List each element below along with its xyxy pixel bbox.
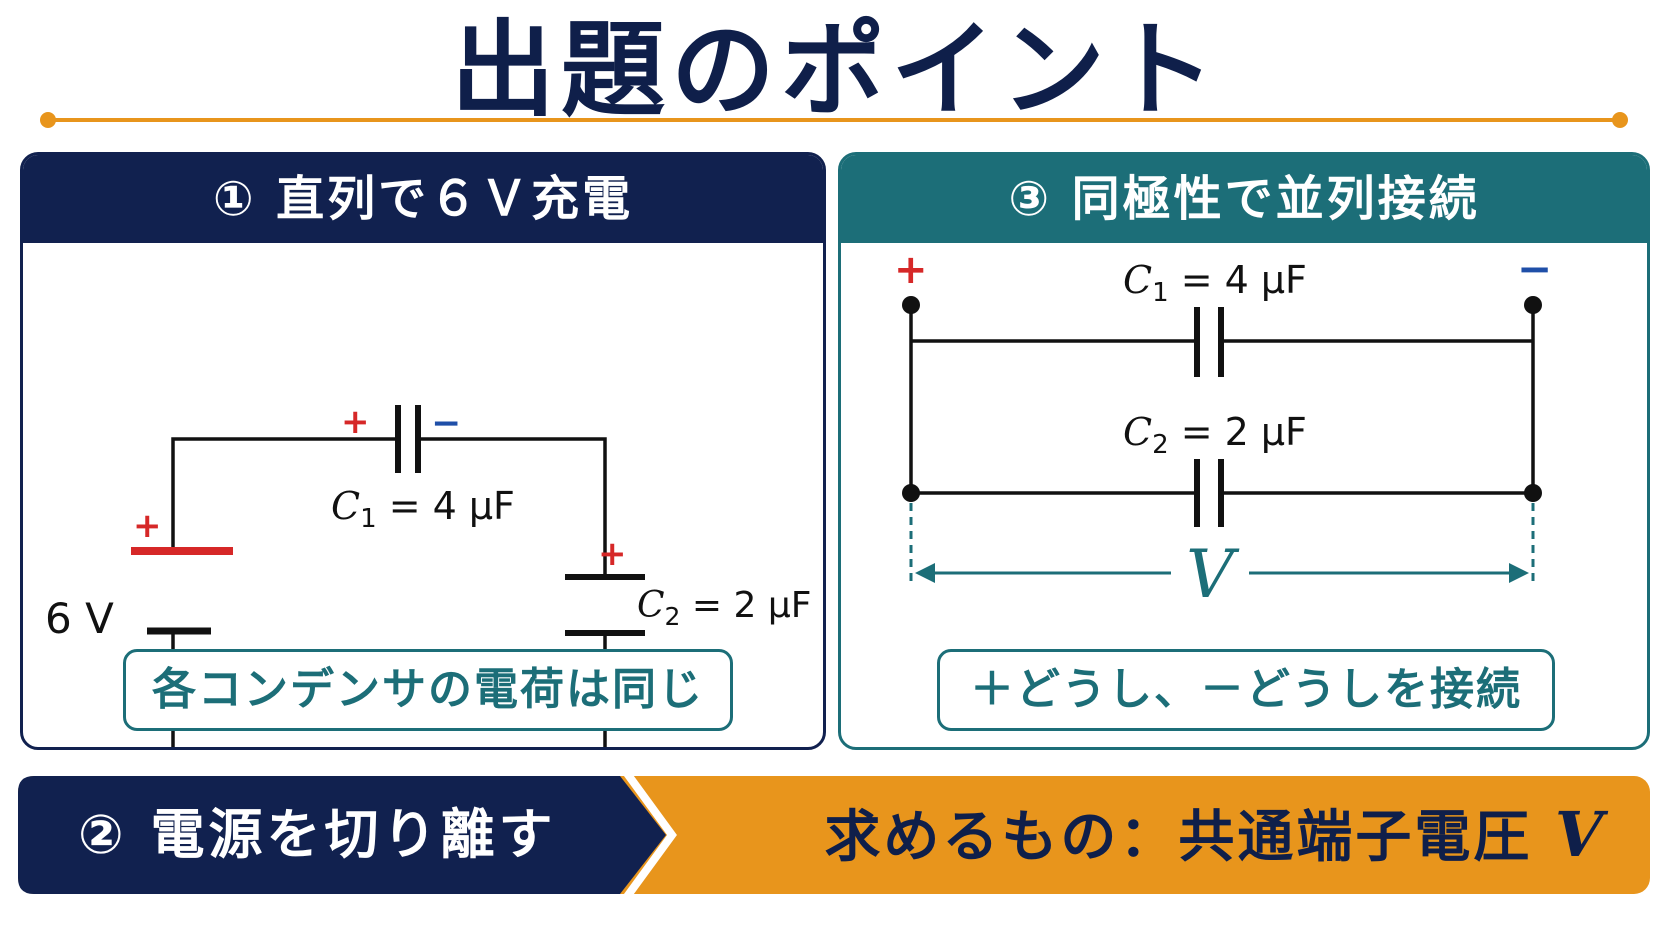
parallel-minus-sign: − — [1517, 244, 1552, 293]
terminal-top-left — [902, 296, 920, 314]
bottom-banner: ② 電源を切り離す 求めるもの：共通端子電圧 V — [18, 776, 1650, 894]
parallel-panel-header: ③ 同極性で並列接続 — [841, 155, 1647, 243]
c1-minus-sign: − — [431, 403, 461, 444]
parallel-plus-sign: + — [894, 247, 928, 293]
common-voltage-symbol: V — [1186, 536, 1240, 613]
parallel-circuit-diagram: + − C1 = 4 μF C2 = 2 μF V — [894, 244, 1552, 613]
arrow-separator — [623, 776, 677, 894]
title-underline — [40, 112, 1628, 128]
battery-plus-sign: + — [133, 506, 162, 546]
page-title: 出題のポイント — [450, 9, 1221, 131]
terminal-top-right — [1524, 296, 1542, 314]
terminal-bottom-left — [902, 484, 920, 502]
parallel-circuit-wires — [909, 305, 1535, 495]
same-polarity-note: ＋どうし、－どうしを接続 — [937, 649, 1555, 731]
parallel-c2-label: C2 = 2 μF — [1123, 410, 1307, 460]
c2-label: C2 = 2 μF — [637, 585, 811, 631]
disconnect-step-text: ② 電源を切り離す — [78, 803, 557, 866]
parallel-c1-label: C1 = 4 μF — [1123, 258, 1307, 308]
battery-voltage-label: 6 V — [45, 594, 114, 643]
c2-plus-sign: + — [598, 534, 627, 574]
disconnect-arrow-band — [18, 776, 666, 894]
parallel-connection-panel: ③ 同極性で並列接続 + − C1 = 4 μF C2 = 2 μF — [838, 152, 1650, 750]
series-panel-header: ① 直列で６Ｖ充電 — [23, 155, 823, 243]
rule-endpoint-left — [40, 112, 56, 128]
voltage-arrow-right — [1509, 563, 1529, 583]
series-charging-panel: ① 直列で６Ｖ充電 + − 6 V + − C1 = 4 μF + − C2 =… — [20, 152, 826, 750]
goal-text: 求めるもの：共通端子電圧 V — [824, 776, 1606, 894]
equal-charge-note: 各コンデンサの電荷は同じ — [123, 649, 733, 731]
c1-plus-sign: + — [341, 402, 370, 442]
voltage-arrow-left — [915, 563, 935, 583]
banner-shapes — [18, 776, 1650, 894]
c1-label: C1 = 4 μF — [331, 484, 515, 534]
rule-endpoint-right — [1612, 112, 1628, 128]
voltage-dimension-guides — [909, 503, 1535, 585]
goal-label: 求めるもの：共通端子電圧 — [824, 805, 1555, 870]
terminal-bottom-right — [1524, 484, 1542, 502]
goal-variable: V — [1554, 798, 1606, 871]
